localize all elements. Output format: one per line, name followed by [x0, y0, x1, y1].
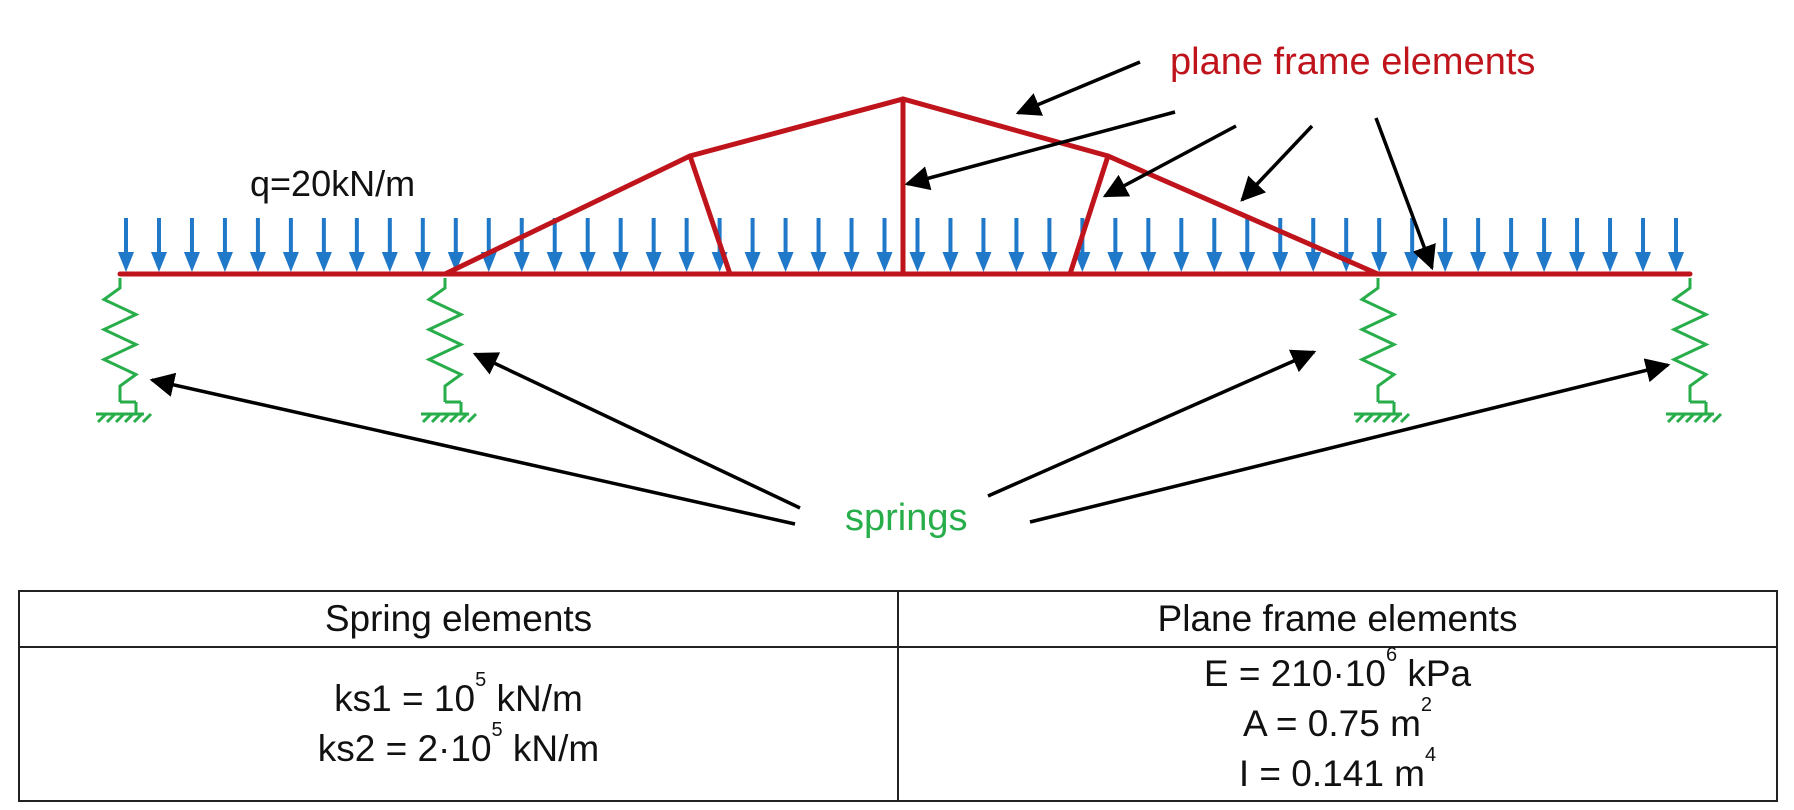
arrow-spring-4: [1029, 358, 1671, 524]
arrow-frame-4: [1240, 124, 1314, 202]
load-arrow: [1239, 218, 1256, 272]
load-arrow: [447, 218, 464, 272]
load-arrow: [1305, 218, 1322, 272]
table-header-row: Spring elements Plane frame elements: [18, 590, 1778, 648]
header-frame-elements: Plane frame elements: [897, 590, 1778, 648]
plane-frame: [117, 96, 1693, 277]
load-arrow: [1008, 218, 1025, 272]
header-spring-elements: Spring elements: [18, 590, 899, 648]
pointer-arrows: [149, 60, 1671, 526]
springs-label: springs: [845, 497, 968, 539]
load-arrow: [1107, 218, 1124, 272]
load-arrow: [942, 218, 959, 272]
structural-diagram: q=20kN/m plane frame elements springs: [96, 41, 1723, 539]
load-arrow: [480, 218, 497, 272]
spring-3: [1354, 278, 1411, 424]
arrow-frame-1: [1015, 60, 1141, 116]
load-arrow: [118, 218, 134, 272]
arrow-frame-2: [904, 110, 1176, 191]
load-arrow: [1503, 218, 1520, 272]
load-arrow: [282, 218, 299, 272]
load-arrow: [348, 218, 365, 272]
load-arrow: [645, 218, 662, 272]
load-arrow: [579, 218, 596, 272]
spring-2: [421, 278, 478, 424]
load-arrow: [315, 218, 332, 272]
modulus-value: E = 210·106 kPa: [1203, 644, 1472, 694]
load-arrow: [1173, 218, 1190, 272]
arrow-spring-3: [987, 349, 1317, 498]
frame-top-chord: [442, 96, 1381, 277]
load-arrow: [1569, 218, 1586, 272]
load-arrow: [1140, 218, 1157, 272]
inertia-value: I = 0.141 m4: [1238, 744, 1437, 794]
frame-post-right: [1067, 153, 1111, 277]
load-arrow: [1206, 218, 1223, 272]
load-label: q=20kN/m: [250, 163, 415, 204]
spring-values-cell: ks1 = 105 kN/m ks2 = 2·105 kN/m: [18, 646, 899, 802]
ks1-value: ks1 = 105 kN/m: [334, 669, 583, 719]
load-arrow: [1635, 218, 1652, 272]
load-arrow: [843, 218, 860, 272]
arrow-spring-2: [472, 352, 801, 510]
frame-post-left: [687, 153, 733, 277]
load-arrow: [1437, 218, 1454, 272]
load-arrow: [216, 218, 233, 272]
load-arrow: [249, 218, 266, 272]
frame-elements-label: plane frame elements: [1170, 41, 1535, 83]
load-arrow: [678, 218, 695, 272]
load-arrow: [546, 218, 563, 272]
arrow-frame-5: [1374, 117, 1436, 271]
load-arrow: [975, 218, 992, 272]
frame-values-cell: E = 210·106 kPa A = 0.75 m2 I = 0.141 m4: [897, 644, 1778, 802]
arrow-frame-3: [1102, 124, 1237, 198]
load-arrow: [612, 218, 629, 272]
area-value: A = 0.75 m2: [1242, 694, 1433, 744]
load-arrow: [1536, 218, 1553, 272]
load-arrow: [183, 218, 200, 272]
load-arrow: [1470, 218, 1487, 272]
table-values-row: ks1 = 105 kN/m ks2 = 2·105 kN/m E = 210·…: [18, 644, 1778, 802]
load-arrow: [744, 218, 761, 272]
load-arrow: [1668, 218, 1684, 272]
spring-1: [96, 278, 153, 424]
load-arrow: [1041, 218, 1058, 272]
load-arrow: [810, 218, 827, 272]
load-arrow: [909, 218, 926, 272]
properties-table: Spring elements Plane frame elements ks1…: [18, 590, 1778, 802]
springs-group: [96, 278, 1723, 424]
load-arrow: [513, 218, 530, 272]
load-arrow: [150, 218, 167, 272]
ks2-value: ks2 = 2·105 kN/m: [317, 719, 600, 769]
load-arrow: [876, 218, 893, 272]
load-arrow: [1602, 218, 1619, 272]
load-arrow: [777, 218, 794, 272]
load-arrow: [1371, 218, 1388, 272]
load-arrow: [381, 218, 398, 272]
load-arrow: [1272, 218, 1289, 272]
arrow-spring-1: [149, 372, 796, 526]
spring-4: [1666, 278, 1723, 424]
load-arrow: [414, 218, 431, 272]
